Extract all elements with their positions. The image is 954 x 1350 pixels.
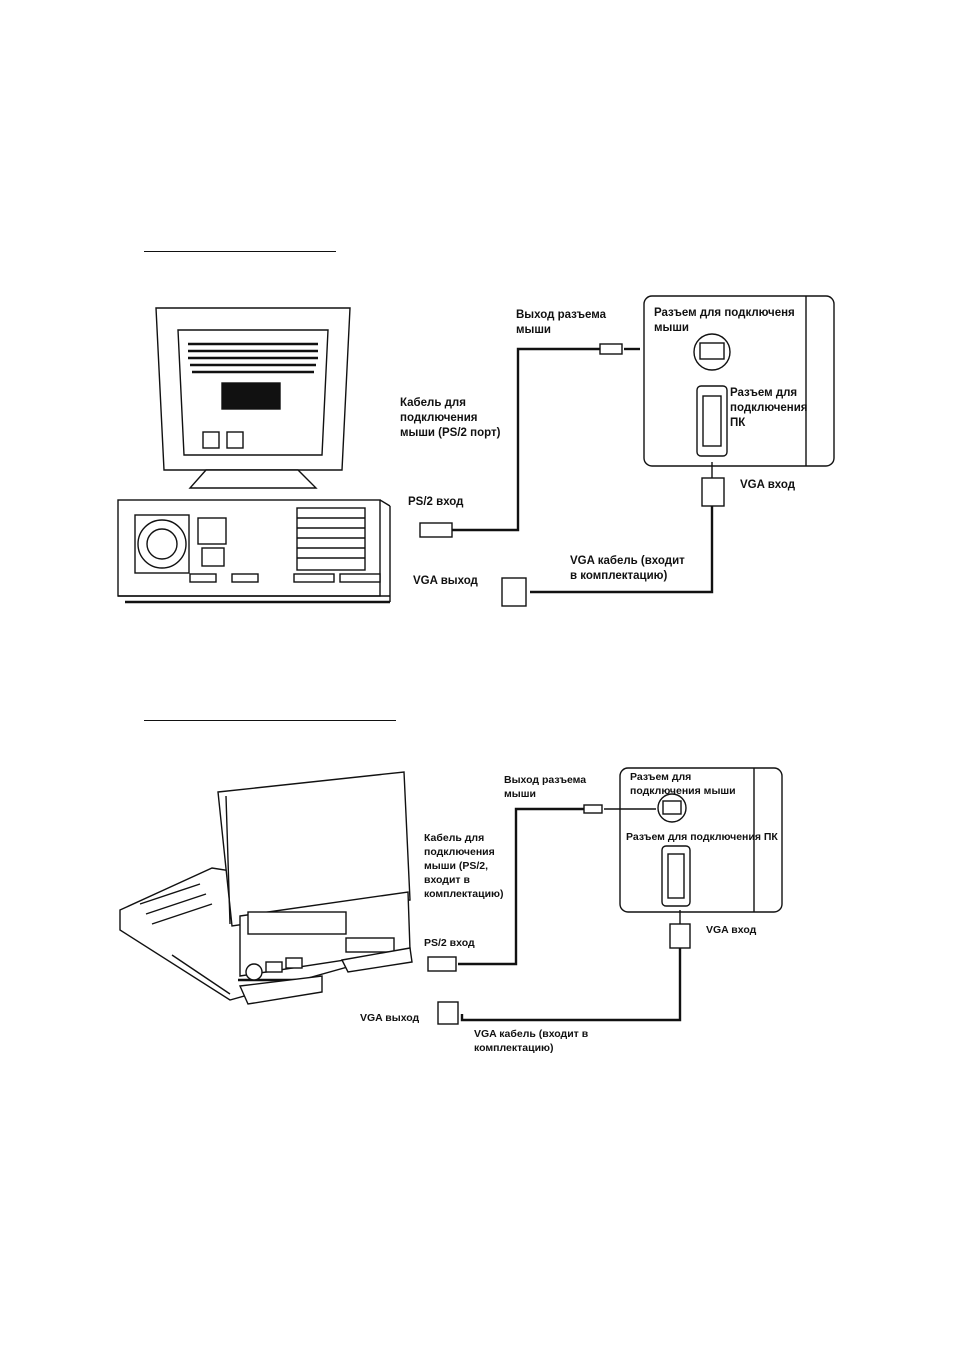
desktop-label-mouse-port-out: Выход разъема мыши xyxy=(516,309,606,336)
crt-monitor-back xyxy=(155,307,351,489)
laptop-label-vga-in: VGA вход xyxy=(706,924,757,936)
desktop-label-mouse-connector: Разъем для подключеня мыши xyxy=(654,307,795,334)
desktop-section-heading xyxy=(144,251,336,252)
laptop-section-heading xyxy=(144,720,396,721)
laptop-label-mouse-connector: Разъем для подключения мыши xyxy=(630,771,736,797)
monitor-connector-panel xyxy=(643,295,835,467)
laptop-label-vga-out: VGA выход xyxy=(360,1012,420,1024)
laptop-label-ps2-in: PS/2 вход xyxy=(424,937,475,949)
desktop-label-vga-cable: VGA кабель (входит в комплектацию) xyxy=(570,555,685,582)
desktop-label-mouse-cable: Кабель для подключения мыши (PS/2 порт) xyxy=(400,397,501,439)
laptop xyxy=(119,771,413,1005)
laptop-vga-cable xyxy=(437,910,691,1025)
desktop-mouse-cable xyxy=(419,343,640,538)
desktop-pc-case xyxy=(117,499,391,604)
laptop-monitor-panel xyxy=(619,767,783,913)
laptop-label-mouse-port-out: Выход разъема мыши xyxy=(504,774,587,800)
desktop-vga-cable xyxy=(501,462,725,607)
monitor-vent-grille xyxy=(188,342,318,374)
desktop-label-pc-connector: Разъем для подключения ПК xyxy=(730,387,808,429)
desktop-label-ps2-in: PS/2 вход xyxy=(408,496,464,508)
laptop-label-pc-connector: Разъем для подключения ПК xyxy=(626,831,778,843)
laptop-mouse-cable xyxy=(427,804,656,972)
desktop-label-vga-in: VGA вход xyxy=(740,479,796,491)
laptop-label-mouse-cable: Кабель для подключения мыши (PS/2, входи… xyxy=(424,832,504,900)
laptop-label-vga-cable: VGA кабель (входит в комплектацию) xyxy=(474,1028,589,1054)
desktop-label-vga-out: VGA выход xyxy=(413,575,478,587)
